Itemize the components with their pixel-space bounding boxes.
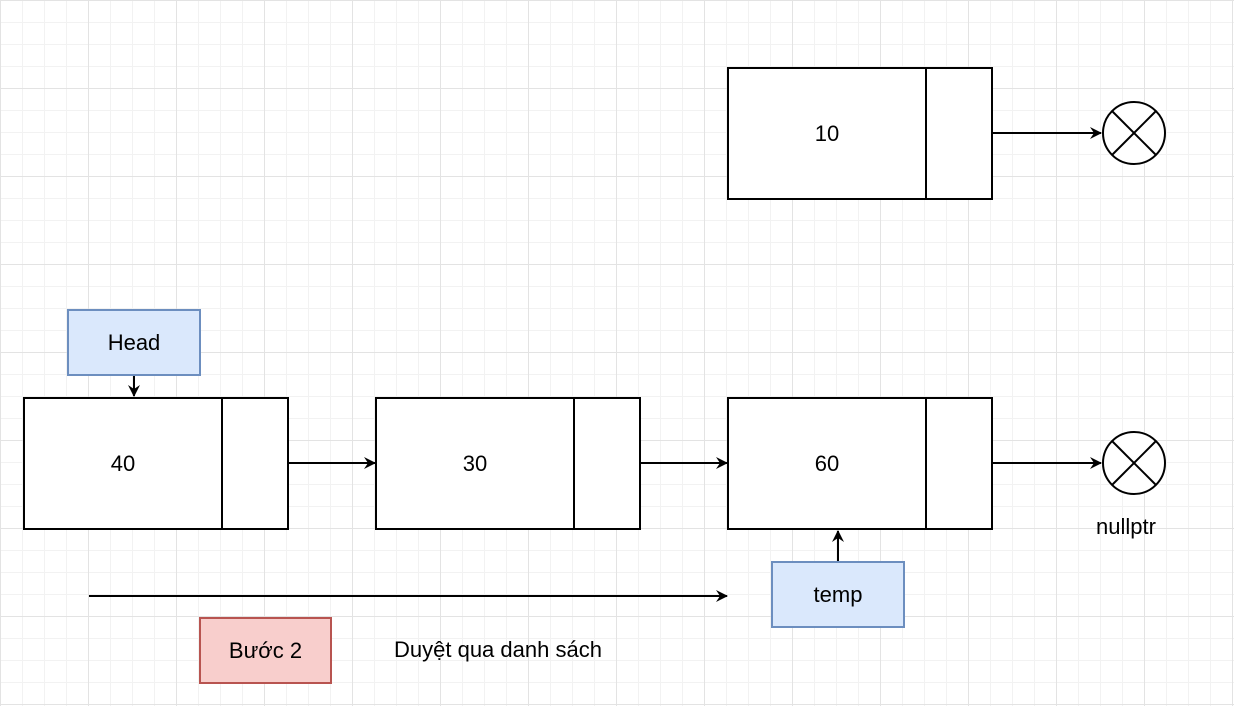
node-next-cell: [927, 69, 991, 198]
list-node-40[interactable]: 40: [23, 397, 289, 530]
null-terminator-icon-bottom: [1102, 431, 1166, 495]
node-next-cell: [927, 399, 991, 528]
node-next-cell: [223, 399, 287, 528]
temp-pointer-label[interactable]: temp: [771, 561, 905, 628]
node-next-cell: [575, 399, 639, 528]
node-data-cell: 40: [25, 399, 223, 528]
step-description: Duyệt qua danh sách: [394, 637, 602, 662]
node-data-cell: 30: [377, 399, 575, 528]
list-node-60[interactable]: 60: [727, 397, 993, 530]
null-terminator-icon-top: [1102, 101, 1166, 165]
list-node-10[interactable]: 10: [727, 67, 993, 200]
node-data-cell: 10: [729, 69, 927, 198]
node-data-cell: 60: [729, 399, 927, 528]
nullptr-label: nullptr: [1096, 514, 1156, 539]
list-node-30[interactable]: 30: [375, 397, 641, 530]
head-pointer-label[interactable]: Head: [67, 309, 201, 376]
step-badge[interactable]: Bước 2: [199, 617, 332, 684]
